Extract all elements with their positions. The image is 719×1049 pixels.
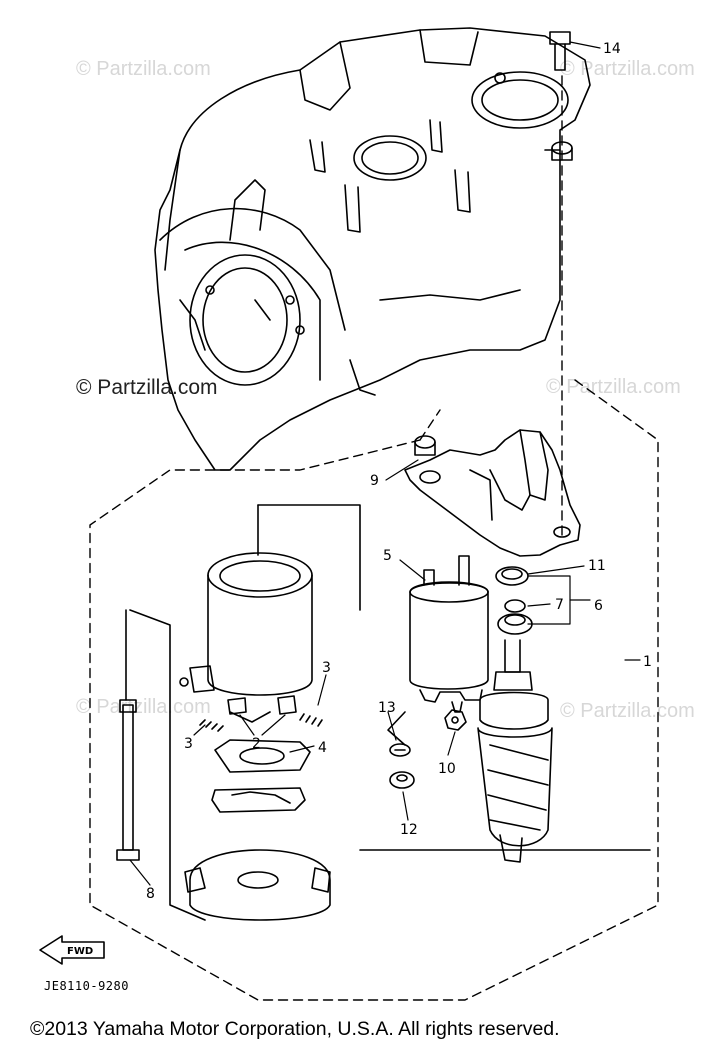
bolt-14-drawing: [549, 31, 571, 71]
copyright-notice: ©2013 Yamaha Motor Corporation, U.S.A. A…: [30, 1018, 560, 1040]
end-cover-drawing: [184, 849, 331, 921]
watermark: © Partzilla.com: [546, 376, 681, 398]
crankcase-drawing: [154, 27, 591, 471]
callout-label: 6: [594, 598, 603, 614]
callout-label: 8: [146, 886, 155, 902]
watermark: © Partzilla.com: [76, 58, 211, 80]
brush-plate-drawing: [211, 739, 311, 813]
watermark: © Partzilla.com: [76, 696, 211, 718]
callout-label: 5: [383, 548, 392, 564]
watermark: © Partzilla.com: [76, 376, 218, 399]
callout-label: 7: [555, 597, 564, 613]
callout-label: 14: [603, 41, 621, 57]
brush-set-drawing: [179, 665, 323, 732]
callout-label: 12: [400, 822, 418, 838]
callout-label: 11: [588, 558, 606, 574]
diagram-code: JE8110-9280: [44, 979, 129, 993]
callout-label: 3: [184, 736, 193, 752]
callout-label: 1: [643, 654, 652, 670]
fwd-arrow-icon: FWD: [39, 935, 105, 965]
callout-label: 4: [318, 740, 327, 756]
callout-label: 13: [378, 700, 396, 716]
callout-label: 2: [252, 736, 261, 752]
assembly-guide-lines: [89, 75, 659, 1001]
solenoid-drawing: [409, 555, 489, 713]
seal-and-washer-drawing: [495, 566, 533, 635]
nut-and-washer-drawing: [387, 709, 467, 789]
through-bolt-drawing: [116, 609, 206, 921]
callout-label: 9: [370, 473, 379, 489]
callout-label: 10: [438, 761, 456, 777]
watermark: © Partzilla.com: [560, 58, 695, 80]
yoke-drawing: [207, 504, 651, 851]
leader-lines: [129, 41, 641, 886]
starter-cover-drawing: [404, 429, 581, 557]
armature-drawing: [477, 639, 553, 863]
callout-label: 3: [322, 660, 331, 676]
fwd-label: FWD: [67, 946, 93, 957]
watermark: © Partzilla.com: [560, 700, 695, 722]
